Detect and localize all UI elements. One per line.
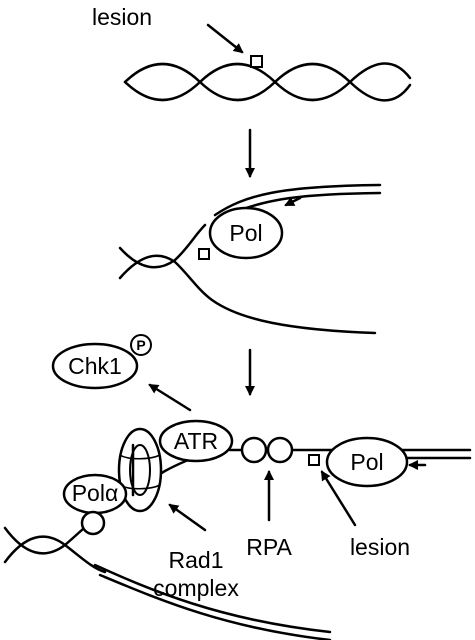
pol-label-step3: Pol — [350, 449, 383, 475]
lower-strand-outer — [93, 563, 332, 634]
lesion-arrow-top — [206, 23, 244, 54]
lesion-label-bottom: lesion — [350, 534, 410, 560]
chk1-label: Chk1 — [68, 353, 122, 379]
pol-enzyme-step2 — [208, 206, 284, 260]
dna-strand-b — [123, 62, 412, 102]
lesion-marker — [250, 55, 263, 68]
lesion-marker-step3 — [308, 454, 320, 466]
atr-protein — [158, 419, 234, 463]
pol-arrow-step2 — [284, 196, 302, 207]
rad1-arrow — [168, 503, 207, 532]
lower-strand-inner — [98, 573, 332, 640]
pol-label-step2: Pol — [229, 220, 262, 246]
primase-circle — [80, 510, 106, 536]
phospho-circle — [130, 334, 152, 356]
duplex-strand-b — [3, 535, 107, 574]
rpa-circle-2 — [266, 436, 294, 464]
step2-fork — [118, 183, 382, 335]
rpa-circle-1 — [240, 436, 268, 464]
fork-upper-strand-outer — [213, 183, 382, 217]
pol-enzyme-step3 — [325, 436, 409, 488]
atr-to-chk1-arrow — [148, 383, 192, 412]
step1-dna — [123, 55, 412, 102]
pol-alpha-label: Polα — [72, 480, 119, 506]
rad1-clamp — [117, 427, 163, 513]
fork-strand-b — [118, 254, 377, 335]
lesion-arrow-bottom — [320, 470, 357, 527]
lesion-label-top: lesion — [92, 4, 152, 30]
phospho-label: P — [136, 337, 145, 353]
lesion-marker-step2 — [198, 248, 210, 260]
fork-strand-a — [118, 223, 207, 269]
rad1-label-line1: Rad1 — [169, 547, 224, 573]
atr-label: ATR — [174, 428, 218, 454]
rad1-label-line2: complex — [153, 575, 239, 601]
rpa-label: RPA — [246, 534, 292, 560]
chk1-protein — [51, 342, 139, 390]
